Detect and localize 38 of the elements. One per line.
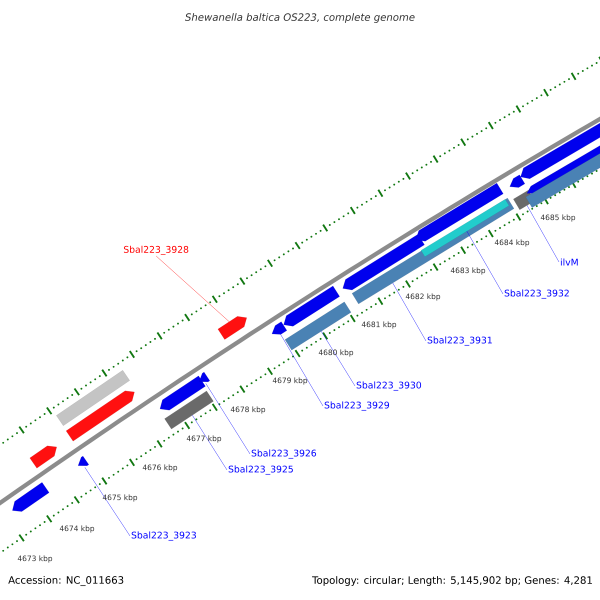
gene-feature	[520, 122, 600, 179]
gene-label: Sbal223_3928	[124, 246, 188, 255]
gene-feature	[78, 456, 89, 466]
gene-label: Sbal223_3930	[356, 381, 422, 391]
gene-feature	[199, 372, 210, 382]
gene-label: ilvM	[560, 258, 578, 266]
gene-feature	[30, 446, 57, 468]
title: Shewanella baltica OS223, complete genome	[185, 13, 415, 23]
gene-label: Sbal223_3926	[252, 449, 316, 459]
leader-line	[156, 256, 230, 322]
gene-feature	[12, 482, 50, 512]
gene-label: Sbal223_3931	[428, 336, 492, 346]
leader-line	[280, 334, 324, 406]
gene-bar	[56, 370, 130, 426]
leader-line	[192, 415, 228, 470]
leader-line	[321, 331, 356, 386]
gene-label: Sbal223_3923	[132, 531, 196, 541]
gene-feature	[272, 322, 287, 334]
gene-feature	[284, 286, 340, 326]
leader-line	[526, 205, 560, 262]
gene-feature	[342, 234, 425, 290]
gene-label: Sbal223_3925	[228, 465, 293, 475]
gene-feature	[416, 183, 504, 242]
gene-feature	[66, 390, 134, 442]
leader-line	[392, 282, 426, 342]
gene-label: Sbal223_3932	[504, 289, 569, 299]
gene-feature	[510, 174, 525, 188]
footer-text: Accession: NC_011663	[8, 576, 124, 586]
leader-line	[84, 467, 130, 536]
gene-label: Sbal223_3929	[324, 401, 390, 411]
gene-bar	[526, 152, 600, 208]
gene-bar	[164, 390, 214, 430]
leader-line	[466, 231, 504, 294]
gene-bar	[284, 302, 352, 350]
leader-line	[206, 383, 250, 454]
gene-feature	[218, 316, 247, 340]
gene-feature	[160, 376, 206, 410]
footer-text: Topology: circular; Length: 5,145,902 bp; Genes: 4,281	[312, 576, 592, 586]
